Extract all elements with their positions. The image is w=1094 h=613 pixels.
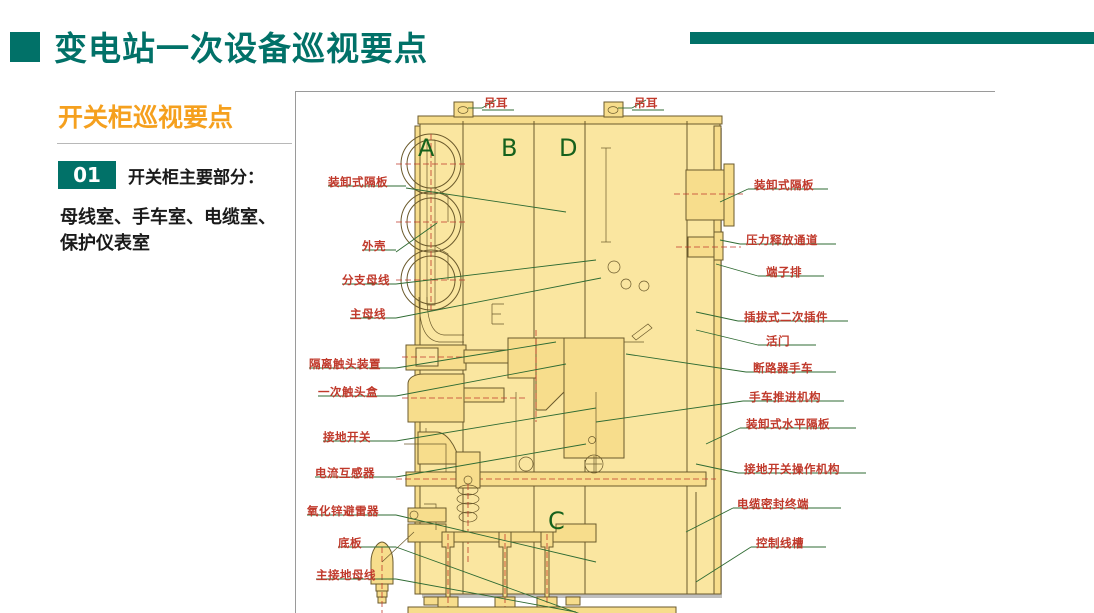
page-title: 变电站一次设备巡视要点 (54, 29, 428, 68)
label-removable-partition-right: 装卸式隔板 (754, 178, 814, 192)
label-primary-contact-box: 一次触头盒 (318, 385, 378, 399)
switchgear-diagram-frame: .o {fill:none;stroke:#6b5a2c;stroke-widt… (295, 91, 995, 613)
item-body-text: 母线室、手车室、电缆室、保护仪表室 (60, 207, 276, 255)
label-plug-in-secondary-connector: 插拔式二次插件 (744, 310, 828, 324)
label-main-earth-busbar: 主接地母线 (316, 568, 376, 582)
label-removable-horizontal-partition: 装卸式水平隔板 (746, 417, 830, 431)
zone-letter-C: C (548, 507, 565, 535)
label-lifting-lug-right: 吊耳 (634, 96, 658, 110)
label-control-wiring-duct: 控制线槽 (756, 536, 804, 550)
label-current-transformer: 电流互感器 (315, 466, 375, 480)
terminal-and-relief (601, 147, 746, 292)
lifting-lug-right (603, 101, 624, 118)
label-circuit-breaker-truck: 断路器手车 (753, 361, 813, 375)
label-isolating-contact-device: 隔离触头装置 (309, 357, 381, 371)
shutter-bracket (491, 303, 504, 325)
item-number-badge: 01 (58, 161, 116, 189)
header-accent-bar (690, 32, 1094, 44)
label-cable-sealing-end: 电缆密封终端 (737, 497, 809, 511)
header-accent-square (10, 32, 40, 62)
leader-lines-right (595, 188, 866, 583)
lifting-lug-left (453, 101, 474, 118)
label-truck-pushing-mechanism: 手车推进机构 (749, 390, 821, 404)
section-subtitle: 开关柜巡视要点 (58, 103, 234, 132)
earthing-switch-shaft (396, 392, 716, 562)
leader-lines-top (468, 99, 664, 111)
zone-letter-D: D (559, 134, 578, 162)
label-enclosure: 外壳 (362, 239, 386, 253)
leader-lines-left (307, 185, 602, 613)
pressure-relief-box (685, 169, 730, 221)
label-branch-busbar: 分支母线 (342, 273, 390, 287)
zone-letter-A: A (418, 134, 435, 162)
control-trunking (686, 492, 697, 594)
main-earth-busbar (407, 606, 677, 613)
label-zinc-oxide-arrester: 氧化锌避雷器 (307, 504, 379, 518)
label-terminal-block: 端子排 (766, 265, 802, 279)
switchgear-diagram-svg: .o {fill:none;stroke:#6b5a2c;stroke-widt… (307, 99, 866, 613)
section-divider (57, 143, 292, 144)
item-title: 开关柜主要部分： (128, 168, 264, 188)
zone-letter-B: B (501, 134, 518, 162)
label-removable-partition-left: 装卸式隔板 (328, 175, 388, 189)
label-earthing-switch-operating-mechanism: 接地开关操作机构 (744, 462, 840, 476)
label-lifting-lug-left: 吊耳 (484, 96, 508, 110)
label-pressure-relief-channel: 压力释放通道 (746, 233, 818, 247)
surge-arrester (370, 531, 415, 613)
label-shutter: 活门 (766, 334, 790, 348)
label-main-busbar: 主母线 (350, 307, 386, 321)
label-earthing-switch: 接地开关 (323, 430, 371, 444)
label-base-plate: 底板 (338, 536, 362, 550)
terminal-block (687, 236, 716, 258)
insulator-stack (456, 484, 480, 562)
cable-compartment (370, 503, 677, 613)
